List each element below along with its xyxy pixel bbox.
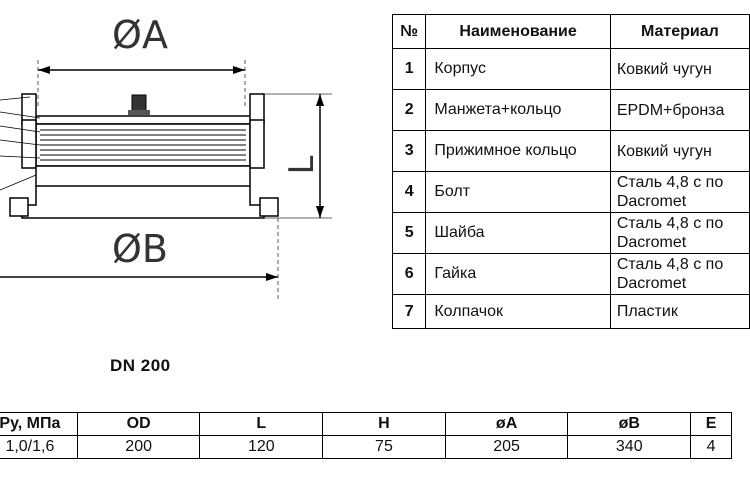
spec-header-pressure: Ру, МПа	[0, 412, 78, 436]
part-no: 3	[391, 130, 427, 172]
part-no: 7	[391, 294, 427, 329]
table-row: 5 Шайба Сталь 4,8 с по Dacromet	[391, 212, 750, 254]
part-material-cell: Сталь 4,8 с по Dacromet	[609, 212, 750, 254]
cap-base	[128, 110, 150, 115]
part-name: Манжета+кольцо	[425, 89, 611, 131]
dim-a-arrow-left	[38, 66, 50, 74]
leader-lines	[0, 96, 41, 191]
spec-header-a: øA	[444, 412, 569, 436]
part-name: Шайба	[425, 212, 611, 254]
technical-drawing: ØA	[0, 0, 390, 395]
specs-header-row: Ру, МПа OD L H øA øB E	[0, 412, 732, 436]
table-row: 7 Колпачок Пластик	[391, 294, 750, 329]
table-row: 4 Болт Сталь 4,8 с по Dacromet	[391, 171, 750, 213]
spec-l: 120	[199, 435, 324, 459]
spec-b: 340	[567, 435, 692, 459]
part-material: EPDM+бронза	[609, 89, 750, 131]
spec-a: 205	[444, 435, 569, 459]
header-material: Материал	[609, 14, 750, 49]
header-no: №	[391, 14, 427, 49]
table-row: 3 Прижимное кольцо Ковкий чугун	[391, 130, 750, 172]
parts-header-row: № Наименование Материал	[391, 14, 750, 49]
part-name: Прижимное кольцо	[425, 130, 611, 172]
part-material-coating: Dacromet	[616, 193, 687, 210]
part-no: 1	[391, 48, 427, 90]
spec-od: 200	[76, 435, 201, 459]
part-name: Болт	[425, 171, 611, 213]
part-name: Гайка	[425, 253, 611, 295]
part-no: 5	[391, 212, 427, 254]
body-mid	[35, 165, 251, 187]
part-name: Корпус	[425, 48, 611, 90]
part-material: Ковкий чугун	[609, 48, 750, 90]
dim-l-arrow-bottom	[316, 206, 324, 218]
dim-a-label: ØA	[112, 13, 168, 57]
spec-header-h: H	[322, 412, 446, 436]
dim-b-label: ØB	[112, 227, 168, 271]
part-material-coating: Dacromet	[616, 234, 687, 251]
table-row: 2 Манжета+кольцо EPDM+бронза	[391, 89, 750, 131]
dim-a-arrow-right	[233, 66, 245, 74]
cap-top	[131, 94, 147, 112]
part-material: Сталь 4,8 с по	[616, 174, 724, 191]
body-bottom	[21, 186, 265, 219]
bottom-ear-left	[9, 197, 29, 217]
table-row: 1 Корпус Ковкий чугун	[391, 48, 750, 90]
part-material: Пластик	[609, 294, 750, 329]
bottom-ear-right	[259, 197, 279, 217]
spec-h: 75	[322, 435, 446, 459]
part-no: 4	[391, 171, 427, 213]
specs-table: Ру, МПа OD L H øA øB E 1,0/1,6 200 120 7…	[0, 412, 732, 459]
spec-header-b: øB	[567, 412, 692, 436]
part-material-coating: Dacromet	[616, 275, 687, 292]
part-material: Ковкий чугун	[609, 130, 750, 172]
dim-l-arrow-top	[316, 94, 324, 106]
part-no: 6	[391, 253, 427, 295]
spec-pressure: 1,0/1,6	[0, 435, 78, 459]
gasket-ribs	[40, 129, 246, 161]
side-bolt-right	[249, 119, 265, 169]
dim-b-arrow-right	[266, 273, 278, 281]
part-material-cell: Сталь 4,8 с по Dacromet	[609, 253, 750, 295]
spec-header-od: OD	[76, 412, 201, 436]
drawing-caption: DN 200	[110, 356, 171, 375]
dim-l-label: L	[282, 155, 322, 174]
spec-header-e: E	[690, 412, 732, 436]
table-row: 6 Гайка Сталь 4,8 с по Dacromet	[391, 253, 750, 295]
header-name: Наименование	[425, 14, 611, 49]
specs-value-row: 1,0/1,6 200 120 75 205 340 4	[0, 435, 732, 459]
part-name: Колпачок	[425, 294, 611, 329]
coupling-drawing-svg: ØA	[0, 13, 332, 300]
parts-table: № Наименование Материал 1 Корпус Ковкий …	[391, 14, 750, 329]
spec-header-l: L	[199, 412, 324, 436]
part-material: Сталь 4,8 с по	[616, 215, 724, 232]
part-material-cell: Сталь 4,8 с по Dacromet	[609, 171, 750, 213]
spec-e: 4	[690, 435, 732, 459]
part-material: Сталь 4,8 с по	[616, 256, 724, 273]
part-no: 2	[391, 89, 427, 131]
